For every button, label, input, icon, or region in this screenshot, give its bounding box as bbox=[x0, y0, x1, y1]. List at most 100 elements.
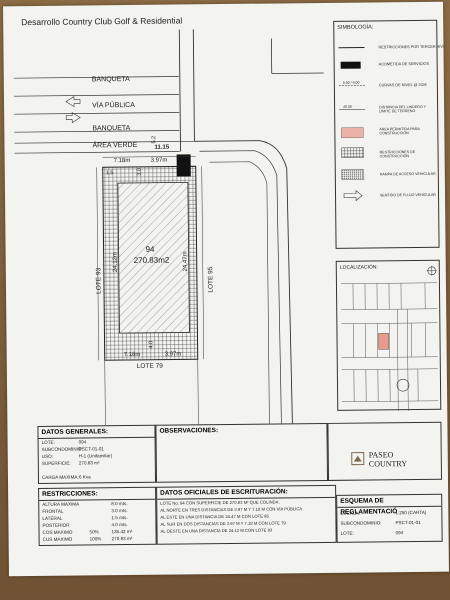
road-curve bbox=[194, 140, 293, 424]
restr-key-3: POSTERIOR bbox=[42, 522, 70, 528]
sym-label-2: CURVAS DE NIVEL @ 2CM bbox=[378, 82, 427, 88]
esq-val-0: 1:250 (CARTA) bbox=[395, 509, 427, 516]
restr-val-3: 4.0 mts. bbox=[111, 522, 128, 528]
service-connection bbox=[176, 154, 191, 177]
escrituracion-panel: DATOS OFICIALES DE ESCRITURACIÓN: LOTE N… bbox=[156, 484, 337, 545]
datos-val-2: H-1 (Unifamiliar) bbox=[78, 453, 113, 459]
restr-pct-4: 50% bbox=[89, 529, 99, 535]
datos-key-2: USO: bbox=[41, 453, 54, 459]
escr-line-0: LOTE No. 94 CON SUPERFICIE DE 270.83 M² … bbox=[160, 499, 280, 506]
sym-label-0: RESTRICCIONES POR TERCER NIVEL bbox=[378, 44, 448, 50]
sym-sub-3: 40.00 bbox=[343, 104, 352, 109]
datos-generales-title: DATOS GENERALES: bbox=[38, 425, 155, 439]
restr-pct-5: 100% bbox=[89, 536, 102, 542]
restr-val-0: 8.0 mts. bbox=[111, 501, 128, 507]
datos-key-5: CARGA MAXIMA: bbox=[41, 474, 79, 480]
symbology-swatches bbox=[338, 47, 366, 202]
datos-val-5: 6 Kva bbox=[78, 474, 91, 480]
esq-key-1: SUBCONDOMINIO: bbox=[340, 520, 382, 526]
escr-line-1: AL NORTE EN TRES DISTANCIAS DE 3.97 M Y … bbox=[160, 506, 303, 513]
dim-1-5: 1.5 bbox=[105, 170, 114, 177]
logo-line2: COUNTRY bbox=[368, 459, 408, 469]
esquema-title: ESQUEMA DE REGLAMENTACIÓ bbox=[337, 494, 442, 516]
ramp-symbol bbox=[341, 169, 365, 180]
lot-number: 94 bbox=[145, 244, 155, 254]
datos-val-0: 094 bbox=[78, 439, 87, 445]
escrituracion-title: DATOS OFICIALES DE ESCRITURACIÓN: bbox=[157, 485, 336, 500]
lot-79-label: LOTE 79 bbox=[136, 362, 163, 370]
buildable-area bbox=[117, 181, 190, 334]
dim-bottom-left: 7.18m bbox=[123, 351, 141, 359]
neighbor-line bbox=[104, 360, 106, 426]
road-line bbox=[14, 112, 180, 115]
dim-left: 24.12m bbox=[112, 252, 119, 273]
restr-val-4: 135.42 m² bbox=[111, 528, 133, 535]
sym-label-5: RESTRICCIONES DE CONSTRUCCIÓN bbox=[379, 150, 416, 159]
road-line bbox=[14, 151, 180, 154]
observaciones-title: OBSERVACIONES: bbox=[159, 427, 219, 435]
lot-93-label: LOTE 93 bbox=[95, 267, 103, 294]
escr-line-4: AL OESTE EN UNA DISTANCIA DE 24.12 M CON… bbox=[160, 527, 273, 534]
datos-generales-panel: DATOS GENERALES: LOTE: 094 SUBCONDOMINIO… bbox=[37, 424, 157, 484]
banqueta-bottom-label: BANQUETA bbox=[92, 124, 131, 133]
restr-val-2: 1.5 mts. bbox=[111, 515, 128, 521]
area-verde-label: ÁREA VERDE bbox=[92, 141, 138, 150]
esq-key-2: LOTE: bbox=[340, 530, 354, 536]
dim-line bbox=[104, 359, 198, 361]
restr-val-5: 270.83 m² bbox=[111, 535, 133, 542]
dim-3-0: 3.0 bbox=[136, 168, 143, 176]
esq-val-2: 094 bbox=[395, 530, 404, 536]
datos-key-0: LOTE: bbox=[41, 439, 55, 445]
sym-label-4: ÁREA PERMITIDA PARA CONSTRUCCIÓN bbox=[379, 126, 420, 136]
dim-top-right: 3.97m bbox=[150, 157, 168, 164]
via-publica-label: VÍA PÚBLICA bbox=[92, 101, 135, 110]
dim-line bbox=[102, 156, 196, 158]
restricciones-title: RESTRICCIONES: bbox=[39, 487, 156, 501]
flow-symbol bbox=[343, 189, 363, 202]
flow-arrow-left bbox=[65, 96, 81, 108]
location-panel: LOCALIZACIÓN: bbox=[335, 259, 442, 412]
esq-val-1: PSCT-01-01 bbox=[395, 519, 421, 526]
logo-line1: PASEO bbox=[368, 450, 394, 460]
location-map bbox=[340, 265, 439, 412]
restr-key-2: LATERAL bbox=[42, 515, 63, 521]
restr-val-1: 3.0 mts. bbox=[111, 508, 128, 514]
escr-line-2: AL ESTE EN UNA DISTANCIA DE 24.47 M CON … bbox=[160, 513, 269, 520]
observaciones-panel: OBSERVACIONES: bbox=[155, 422, 329, 483]
restricciones-panel: RESTRICCIONES: ALTURA MAXIMA 8.0 mts. FR… bbox=[38, 486, 157, 546]
lot-area: 270.83m2 bbox=[133, 255, 170, 265]
neighbor-line bbox=[197, 359, 199, 425]
sym-label-3: DISTANCIA DEL LINDERO Y LÍMITE DE TERREN… bbox=[379, 104, 426, 114]
road-line bbox=[14, 140, 195, 144]
dim-5-2: 5.2 bbox=[151, 135, 158, 144]
road-curve bbox=[199, 150, 282, 424]
road-curve bbox=[209, 161, 270, 424]
sym-label-6: RAMPA DE ACCESO VEHICULAR bbox=[379, 171, 436, 177]
datos-val-1: PSCT-01-01 bbox=[78, 446, 104, 452]
logo-panel: PASEO COUNTRY bbox=[327, 421, 443, 481]
restriction-symbol bbox=[341, 147, 364, 158]
roundabout bbox=[396, 378, 410, 392]
dim-bottom-right: 3.97m bbox=[164, 351, 182, 358]
site-plan bbox=[13, 29, 324, 426]
symbology-panel: SIMBOLOGÍA: RESTRICCIONES POR TERCER NIV… bbox=[333, 19, 448, 249]
dim-line bbox=[96, 167, 99, 361]
flow-arrow-right bbox=[65, 112, 81, 124]
restr-key-0: ALTURA MAXIMA bbox=[42, 501, 80, 507]
road-line bbox=[13, 94, 179, 97]
datos-key-1: SUBCONDOMINIO: bbox=[41, 446, 83, 452]
lot-95-label: LOTE 95 bbox=[207, 266, 215, 293]
dim-front: 11.15 bbox=[154, 144, 170, 151]
top-mark bbox=[271, 72, 324, 74]
dim-right: 24.47m bbox=[182, 251, 189, 272]
escr-line-3: AL SUR EN DOS DISTANCIAS DE 3.97 M Y 7.1… bbox=[160, 520, 286, 527]
sym-label-1: ACOMETIDA DE SERVICIOS bbox=[378, 61, 430, 67]
esquema-panel: ESQUEMA DE REGLAMENTACIÓ ESCALA: 1:250 (… bbox=[336, 493, 443, 543]
paseo-country-logo-icon bbox=[351, 452, 365, 466]
road-edge bbox=[178, 29, 182, 152]
sym-label-7: SENTIDO DE FLUJO VEHICULAR bbox=[380, 192, 436, 198]
restr-key-1: FRONTAL bbox=[42, 508, 64, 514]
sym-sub-2: 5.00 / 6.00 bbox=[342, 80, 360, 85]
location-lot-highlight bbox=[378, 333, 389, 350]
datos-key-3: SUPERFICIE: bbox=[41, 460, 71, 466]
